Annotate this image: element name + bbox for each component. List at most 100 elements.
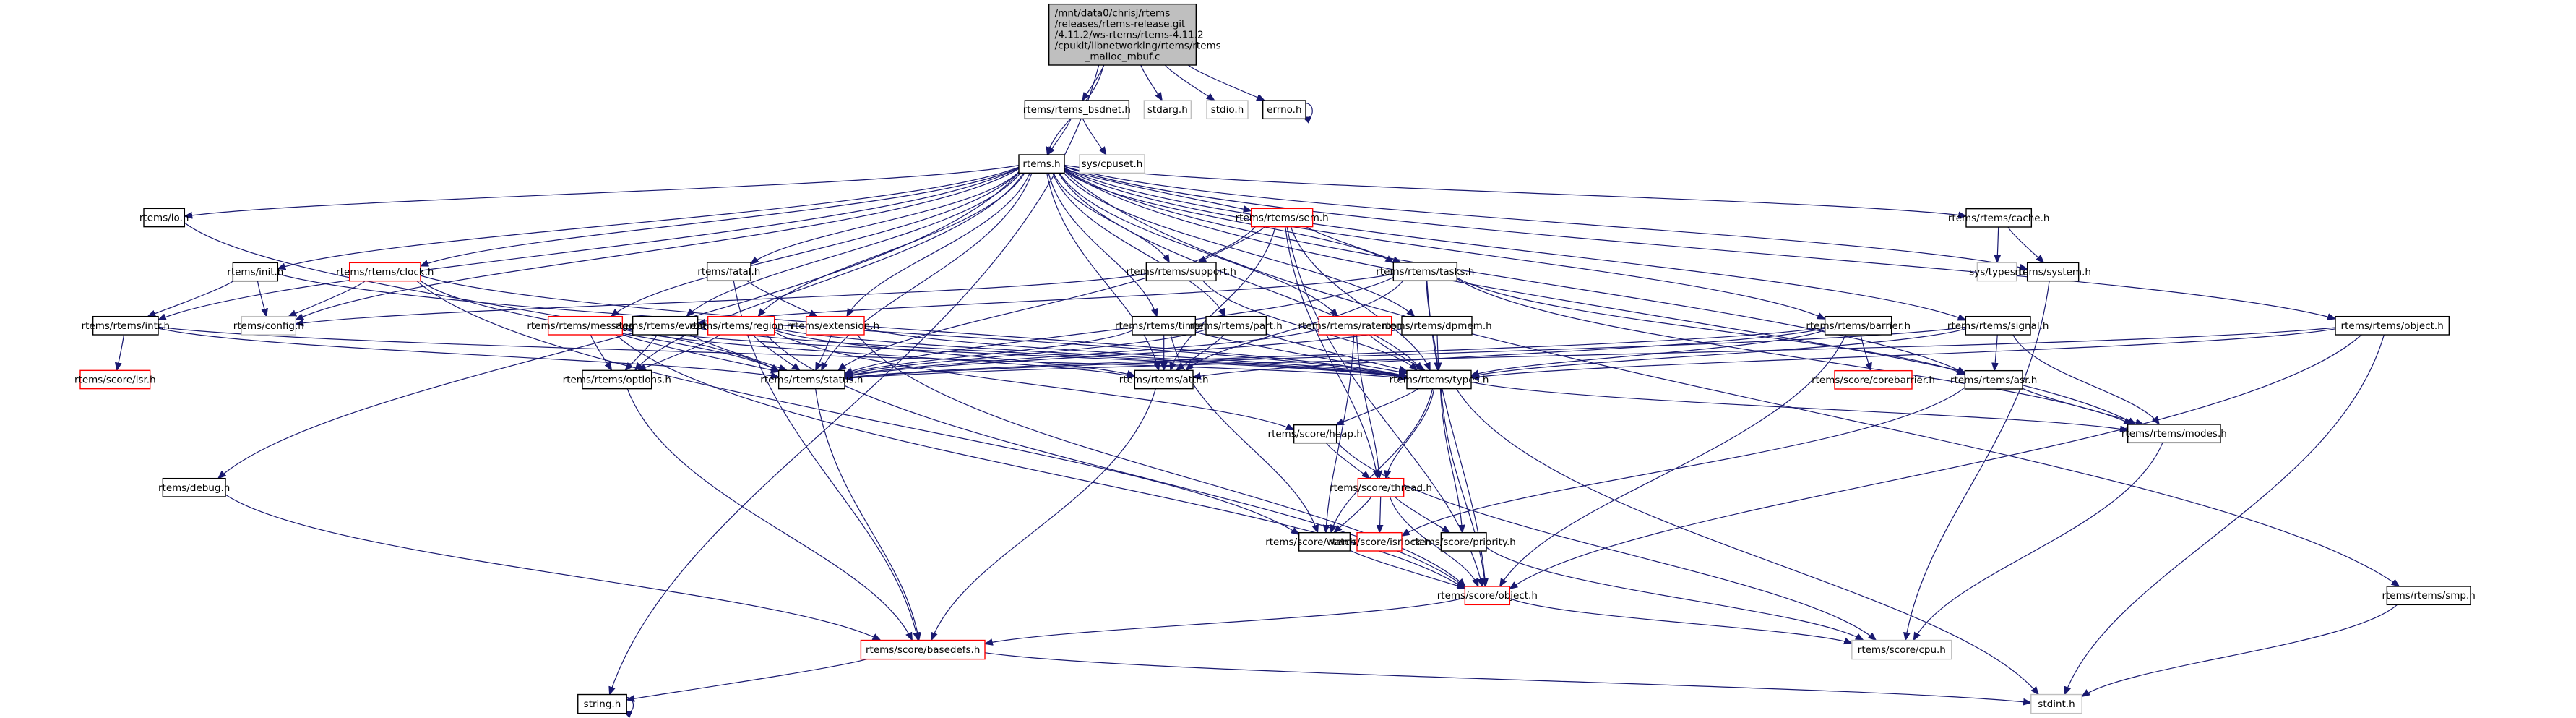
node-signal[interactable]: rtems/rtems/signal.h bbox=[1947, 315, 2049, 336]
edge-message-to-status bbox=[622, 334, 778, 372]
node-ratemon[interactable]: rtems/rtems/ratemon.h bbox=[1298, 315, 1413, 336]
node-isr[interactable]: rtems/score/isr.h bbox=[74, 369, 156, 390]
node-rtems[interactable]: rtems.h bbox=[1018, 154, 1065, 174]
node-box bbox=[1965, 208, 2033, 228]
node-box bbox=[777, 369, 845, 390]
node-box bbox=[92, 315, 159, 336]
node-region[interactable]: rtems/rtems/region.h bbox=[689, 315, 793, 336]
node-types[interactable]: rtems/rtems/types.h bbox=[1390, 369, 1489, 390]
node-label: rtems/rtems/clock.h bbox=[336, 267, 434, 278]
edge-rtems-to-part bbox=[1052, 173, 1225, 316]
node-label: rtems/rtems/status.h bbox=[760, 375, 863, 386]
edge-intr-to-status bbox=[158, 328, 779, 377]
edge-region-to-heap bbox=[774, 331, 1294, 430]
node-stdio[interactable]: stdio.h bbox=[1206, 100, 1249, 120]
node-heap[interactable]: rtems/score/heap.h bbox=[1268, 424, 1363, 444]
edge-sem-to-support bbox=[1198, 226, 1265, 262]
node-message[interactable]: rtems/rtems/message.h bbox=[527, 315, 644, 336]
node-debug[interactable]: rtems/debug.h bbox=[158, 477, 230, 497]
node-smp[interactable]: rtems/rtems/smp.h bbox=[2382, 586, 2476, 606]
edge-thread-to-scoreobject bbox=[1389, 496, 1478, 586]
node-systypes[interactable]: sys/types.h bbox=[1969, 262, 2025, 282]
edge-status-to-basedefs bbox=[815, 388, 919, 641]
node-label: /mnt/data0/chrisj/rtems bbox=[1055, 7, 1171, 19]
node-label: rtems/score/watchdog.h bbox=[1265, 537, 1384, 548]
edge-basedefs-to-string bbox=[626, 659, 868, 700]
node-box bbox=[1206, 100, 1249, 120]
edge-scoreobject-to-basedefs bbox=[985, 597, 1465, 644]
edge-attr-to-basedefs bbox=[931, 388, 1156, 641]
edge-rtems-to-types bbox=[1058, 172, 1422, 370]
node-label: rtems/rtems/message.h bbox=[527, 320, 643, 332]
node-options[interactable]: rtems/rtems/options.h bbox=[563, 369, 671, 390]
node-box bbox=[241, 315, 297, 336]
node-system[interactable]: rtems/system.h bbox=[2015, 262, 2091, 282]
node-sem[interactable]: rtems/rtems/sem.h bbox=[1236, 208, 1329, 228]
node-object[interactable]: rtems/rtems/object.h bbox=[2335, 315, 2450, 336]
node-tasks[interactable]: rtems/rtems/tasks.h bbox=[1376, 262, 1474, 282]
node-string[interactable]: string.h bbox=[577, 693, 627, 714]
node-watchdog[interactable]: rtems/score/watchdog.h bbox=[1265, 531, 1384, 552]
node-cpuset[interactable]: sys/cpuset.h bbox=[1079, 154, 1145, 174]
node-modes[interactable]: rtems/rtems/modes.h bbox=[2121, 424, 2227, 444]
edge-message-to-options bbox=[590, 334, 611, 370]
node-box bbox=[1143, 100, 1192, 120]
node-dpmem[interactable]: rtems/rtems/dpmem.h bbox=[1382, 315, 1492, 336]
node-scoreobject[interactable]: rtems/score/object.h bbox=[1437, 586, 1538, 606]
edge-clock-to-config bbox=[288, 281, 366, 317]
node-attr[interactable]: rtems/rtems/attr.h bbox=[1119, 369, 1209, 390]
node-label: rtems/rtems/ratemon.h bbox=[1298, 320, 1413, 332]
node-box bbox=[1356, 531, 1403, 552]
node-init[interactable]: rtems/init.h bbox=[227, 262, 283, 282]
edge-message-to-attr bbox=[622, 328, 1134, 377]
node-io[interactable]: rtems/io.h bbox=[139, 208, 189, 228]
node-box bbox=[706, 262, 751, 282]
node-intr[interactable]: rtems/rtems/intr.h bbox=[82, 315, 171, 336]
node-extension[interactable]: rtems/extension.h bbox=[791, 315, 880, 336]
edge-rtems-to-extension bbox=[847, 173, 1030, 316]
node-thread[interactable]: rtems/score/thread.h bbox=[1330, 477, 1432, 497]
node-stdint[interactable]: stdint.h bbox=[2030, 693, 2082, 714]
edge-options-to-basedefs bbox=[626, 388, 912, 641]
edge-rtems-to-system bbox=[1064, 166, 2028, 269]
node-status[interactable]: rtems/rtems/status.h bbox=[760, 369, 863, 390]
node-stdarg[interactable]: stdarg.h bbox=[1143, 100, 1192, 120]
node-box bbox=[1048, 3, 1197, 66]
node-isrlock[interactable]: rtems/score/isrlock.h bbox=[1328, 531, 1431, 552]
node-box bbox=[860, 639, 986, 660]
node-asr[interactable]: rtems/rtems/asr.h bbox=[1950, 369, 2037, 390]
node-errno[interactable]: errno.h bbox=[1262, 100, 1306, 120]
edge-cache-to-system bbox=[2007, 226, 2044, 262]
edge-barrier-to-corebarrier bbox=[1860, 334, 1871, 371]
node-support[interactable]: rtems/rtems/support.h bbox=[1126, 262, 1236, 282]
node-corebarrier[interactable]: rtems/score/corebarrier.h bbox=[1812, 369, 1935, 390]
edge-extension-to-scoreobject bbox=[857, 334, 1465, 586]
node-barrier[interactable]: rtems/rtems/barrier.h bbox=[1806, 315, 1911, 336]
node-label: rtems/rtems/region.h bbox=[689, 320, 793, 332]
node-cpu[interactable]: rtems/score/cpu.h bbox=[1851, 639, 1952, 660]
node-priority[interactable]: rtems/score/priority.h bbox=[1411, 531, 1516, 552]
node-root[interactable]: /mnt/data0/chrisj/rtems/releases/rtems-r… bbox=[1048, 3, 1221, 66]
edge-thread-to-priority bbox=[1394, 496, 1449, 533]
node-config[interactable]: rtems/config.h bbox=[233, 315, 304, 336]
node-event[interactable]: rtems/rtems/event.h bbox=[615, 315, 715, 336]
edge-thread-to-watchdog bbox=[1334, 496, 1372, 533]
edge-basedefs-to-stdint bbox=[984, 652, 2031, 703]
edge-clock-to-watchdog bbox=[416, 281, 1299, 535]
edge-debug-to-basedefs bbox=[225, 494, 881, 641]
node-basedefs[interactable]: rtems/score/basedefs.h bbox=[860, 639, 986, 660]
edge-rtems-to-status bbox=[822, 173, 1033, 370]
edge-root-to-stdarg bbox=[1140, 64, 1162, 101]
node-part[interactable]: rtems/rtems/part.h bbox=[1190, 315, 1283, 336]
edge-event-to-options bbox=[625, 334, 658, 370]
node-clock[interactable]: rtems/rtems/clock.h bbox=[336, 262, 434, 282]
node-label: string.h bbox=[584, 698, 621, 710]
edge-barrier-to-scoreobject bbox=[1500, 334, 1846, 586]
node-timer[interactable]: rtems/rtems/timer.h bbox=[1115, 315, 1212, 336]
node-fatal[interactable]: rtems/fatal.h bbox=[697, 262, 760, 282]
node-bsdnet[interactable]: rtems/rtems_bsdnet.h bbox=[1023, 100, 1131, 120]
node-label: rtems/score/object.h bbox=[1437, 590, 1538, 602]
edge-smp-to-stdint bbox=[2082, 604, 2398, 696]
node-cache[interactable]: rtems/rtems/cache.h bbox=[1948, 208, 2050, 228]
edge-extension-to-status bbox=[816, 334, 832, 370]
